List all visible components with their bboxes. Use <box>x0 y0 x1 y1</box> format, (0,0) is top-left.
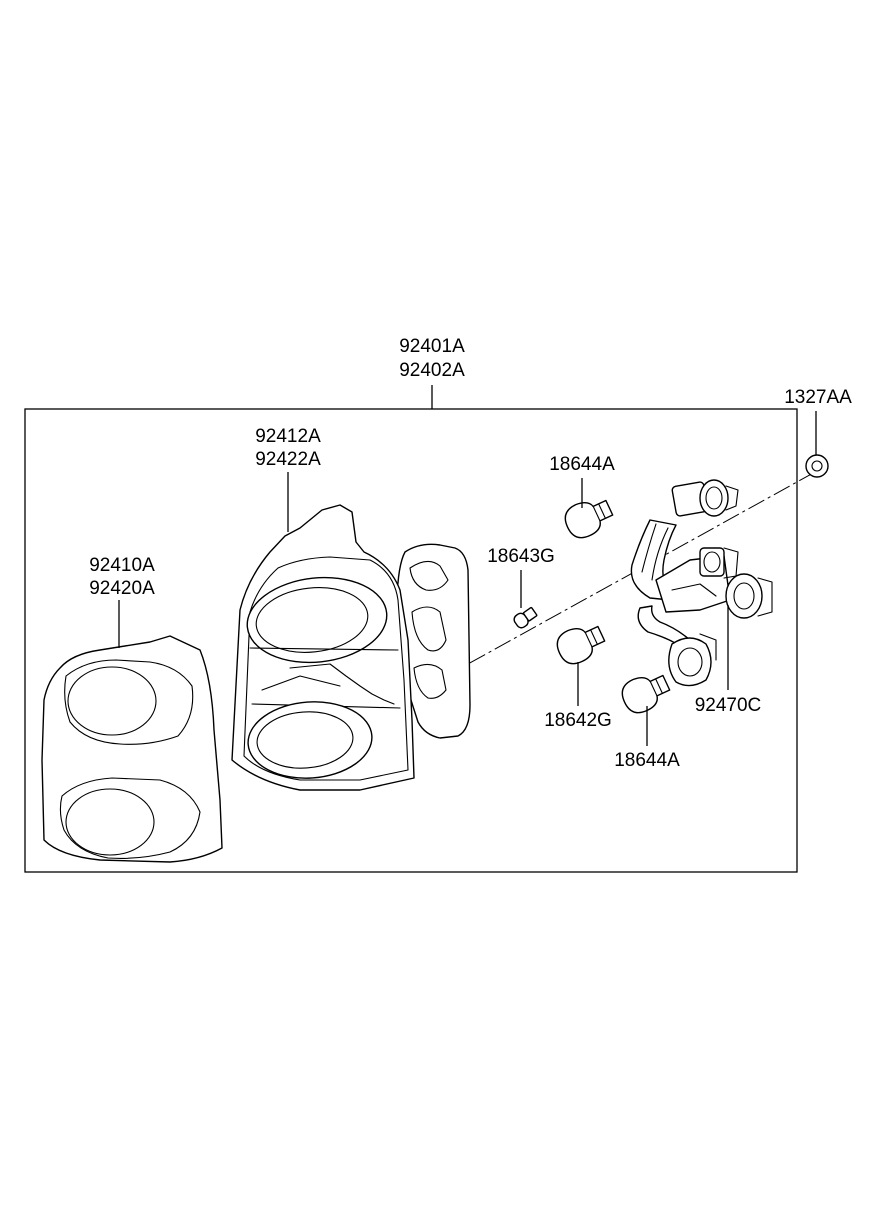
grommet-label: 1327AA <box>784 387 852 408</box>
mounting-gasket-part <box>396 543 471 739</box>
bulb-top-label: 18644A <box>549 454 615 475</box>
bulb-bottom-part <box>621 674 671 714</box>
socket-3 <box>725 573 773 619</box>
lens-label-line-2: 92420A <box>89 578 155 599</box>
lens-label-line-1: 92410A <box>89 555 155 576</box>
lamp-housing-part <box>231 504 415 791</box>
housing-label: 92412A 92422A <box>255 426 321 470</box>
assembly-label-line-1: 92401A <box>399 336 465 357</box>
socket-2 <box>655 547 739 613</box>
housing-label-line-1: 92412A <box>255 426 321 447</box>
socket-1 <box>671 479 739 517</box>
bulb-mid-label: 18642G <box>544 710 612 731</box>
assembly-frame <box>24 408 798 873</box>
bulb-small-label: 18643G <box>487 546 555 567</box>
installation-axis-line <box>411 471 816 696</box>
socket-harness-label: 92470C <box>695 695 762 716</box>
lens-label: 92410A 92420A <box>89 555 155 599</box>
bulb-small-part <box>513 606 538 629</box>
socket-4 <box>668 633 717 687</box>
assembly-label: 92401A 92402A <box>399 336 465 381</box>
grommet-part <box>805 454 829 478</box>
socket-harness-part <box>630 479 773 687</box>
lamp-lens-part <box>41 635 223 863</box>
housing-label-line-2: 92422A <box>255 449 321 470</box>
bulb-top-part <box>564 499 614 539</box>
bulb-mid-part <box>556 625 606 665</box>
bulb-bottom-label: 18644A <box>614 750 680 771</box>
assembly-label-line-2: 92402A <box>399 360 465 381</box>
